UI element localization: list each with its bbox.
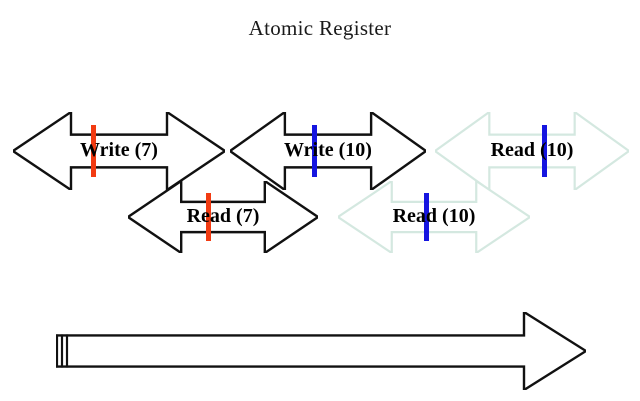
operation-label: Write (10)	[284, 139, 372, 161]
double-headed-arrow-icon	[128, 181, 318, 253]
linearization-point-tick	[205, 193, 211, 241]
double-headed-arrow-icon	[230, 112, 426, 190]
operation-label: Read (7)	[186, 205, 260, 227]
operation-label: Read (10)	[392, 205, 476, 227]
operation-arrow-read-10-top[interactable]: Read (10)	[435, 112, 629, 190]
operation-arrow-write-10[interactable]: Write (10)	[230, 112, 426, 190]
time-axis-arrow	[56, 312, 586, 390]
linearization-point-tick	[312, 125, 318, 177]
double-headed-arrow-icon	[435, 112, 629, 190]
operation-label: Read (10)	[490, 139, 574, 161]
operation-arrow-write-7[interactable]: Write (7)	[13, 112, 225, 190]
linearization-point-tick	[541, 125, 547, 177]
linearization-point-tick	[424, 193, 430, 241]
double-headed-arrow-icon	[13, 112, 225, 190]
right-arrow-icon	[56, 312, 586, 390]
double-headed-arrow-icon	[338, 181, 530, 253]
operation-arrow-read-10-bottom[interactable]: Read (10)	[338, 181, 530, 253]
page-title: Atomic Register	[248, 16, 392, 40]
operation-label: Write (7)	[80, 139, 158, 161]
operation-arrow-read-7[interactable]: Read (7)	[128, 181, 318, 253]
linearization-point-tick	[91, 125, 97, 177]
